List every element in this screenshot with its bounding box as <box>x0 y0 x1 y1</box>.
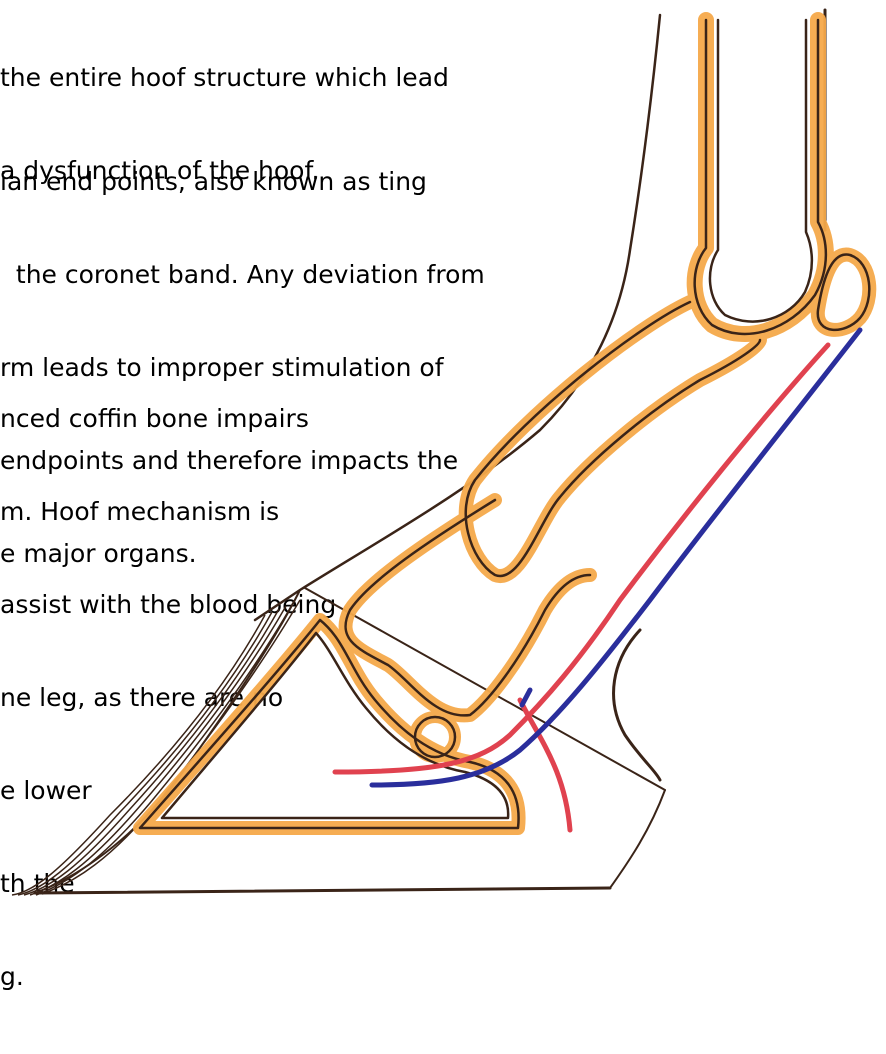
cannon-bone-outline <box>695 20 826 334</box>
hoof-wall-hatch <box>12 600 300 895</box>
text-line: g. <box>0 961 336 992</box>
heel-line <box>610 790 665 888</box>
hoof-diagram: the entire hoof structure which lead a d… <box>0 0 886 896</box>
sole-line <box>35 888 610 893</box>
bulb-curve <box>614 630 660 780</box>
hoof-illustration <box>0 0 886 896</box>
vein-branch <box>522 690 530 705</box>
blood-vessels <box>335 330 860 830</box>
hoof-wall-front <box>35 590 300 893</box>
